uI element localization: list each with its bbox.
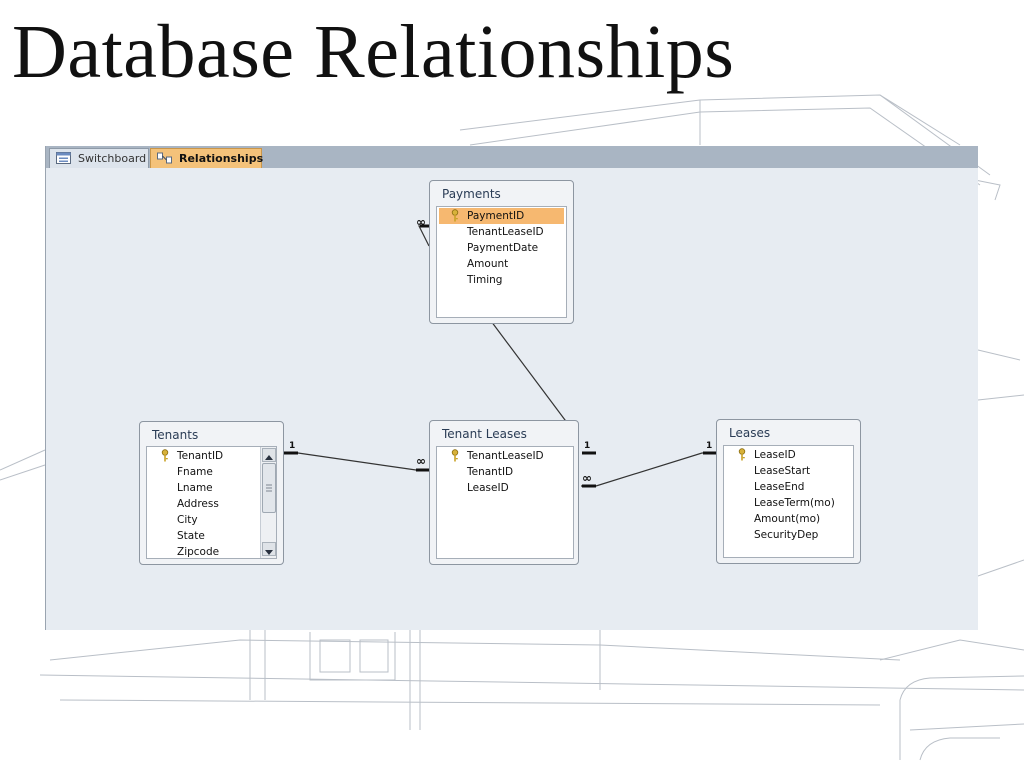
field-tenantid[interactable]: TenantID bbox=[467, 466, 514, 478]
field-list: TenantID Fname Lname Address City State … bbox=[146, 446, 277, 559]
field-city[interactable]: City bbox=[177, 514, 198, 526]
relationship-line-leases-tenantleases bbox=[581, 452, 717, 487]
field-lname[interactable]: Lname bbox=[177, 482, 213, 494]
relationships-icon bbox=[157, 152, 172, 164]
field-timing[interactable]: Timing bbox=[467, 274, 503, 286]
key-icon bbox=[451, 209, 459, 222]
relationships-window: Switchboard Relationships 1 ∞ bbox=[45, 146, 978, 630]
field-paymentdate[interactable]: PaymentDate bbox=[467, 242, 539, 254]
field-securitydep[interactable]: SecurityDep bbox=[754, 529, 819, 541]
field-amount-mo[interactable]: Amount(mo) bbox=[754, 513, 821, 525]
field-tenantleaseid[interactable]: TenantLeaseID bbox=[439, 448, 571, 464]
cardinality-one-label: 1 bbox=[584, 441, 591, 451]
field-leaseend[interactable]: LeaseEnd bbox=[754, 481, 805, 493]
vertical-scrollbar[interactable] bbox=[260, 447, 276, 558]
scroll-up-button[interactable] bbox=[262, 448, 276, 462]
table-leases[interactable]: Leases LeaseID LeaseStart LeaseEnd Lease… bbox=[716, 419, 861, 564]
table-title: Tenant Leases bbox=[442, 427, 527, 441]
cardinality-one-label: 1 bbox=[706, 441, 713, 451]
field-list: LeaseID LeaseStart LeaseEnd LeaseTerm(mo… bbox=[723, 445, 854, 558]
arrow-down-icon bbox=[265, 550, 273, 555]
key-icon bbox=[451, 449, 459, 462]
table-title: Leases bbox=[729, 426, 771, 440]
document-tab-bar: Switchboard Relationships bbox=[46, 146, 978, 168]
arrow-up-icon bbox=[265, 455, 273, 460]
tab-relationships[interactable]: Relationships bbox=[150, 148, 264, 168]
field-tenantid[interactable]: TenantID bbox=[149, 448, 258, 464]
tab-relationships-label: Relationships bbox=[179, 152, 264, 165]
field-zipcode[interactable]: Zipcode bbox=[177, 546, 220, 558]
field-list: PaymentID TenantLeaseID PaymentDate Amou… bbox=[436, 206, 567, 318]
relationship-line-tenants-tenantleases bbox=[283, 452, 431, 471]
table-title: Tenants bbox=[152, 428, 199, 442]
scroll-thumb[interactable] bbox=[262, 463, 276, 513]
field-leaseid[interactable]: LeaseID bbox=[726, 447, 851, 463]
field-leasestart[interactable]: LeaseStart bbox=[754, 465, 811, 477]
tab-switchboard[interactable]: Switchboard bbox=[49, 148, 149, 168]
field-list: TenantLeaseID TenantID LeaseID bbox=[436, 446, 574, 559]
relationship-lines bbox=[283, 224, 717, 488]
field-state[interactable]: State bbox=[177, 530, 205, 542]
relationship-line-payments-left bbox=[418, 225, 430, 247]
table-title: Payments bbox=[442, 187, 501, 201]
tab-switchboard-label: Switchboard bbox=[78, 152, 147, 165]
relationship-line-tenantleases-payments bbox=[490, 320, 572, 429]
table-tenants[interactable]: Tenants TenantID Fname Lname Address Cit… bbox=[139, 421, 284, 565]
field-leaseterm[interactable]: LeaseTerm(mo) bbox=[754, 497, 835, 509]
field-amount[interactable]: Amount bbox=[467, 258, 509, 270]
cardinality-many-label: ∞ bbox=[416, 454, 426, 468]
scroll-down-button[interactable] bbox=[262, 542, 276, 556]
field-tenantleaseid[interactable]: TenantLeaseID bbox=[467, 226, 544, 238]
slide-title: Database Relationships bbox=[12, 10, 735, 94]
table-tenant-leases[interactable]: Tenant Leases TenantLeaseID TenantID Lea… bbox=[429, 420, 579, 565]
table-payments[interactable]: Payments PaymentID TenantLeaseID Payment… bbox=[429, 180, 574, 324]
cardinality-one-label: 1 bbox=[289, 441, 296, 451]
form-icon bbox=[56, 152, 71, 164]
field-paymentid[interactable]: PaymentID bbox=[439, 208, 564, 224]
cardinality-many-label: ∞ bbox=[416, 215, 426, 229]
field-fname[interactable]: Fname bbox=[177, 466, 213, 478]
field-leaseid[interactable]: LeaseID bbox=[467, 482, 509, 494]
key-icon bbox=[161, 449, 169, 462]
field-address[interactable]: Address bbox=[177, 498, 219, 510]
grip-icon bbox=[266, 484, 272, 492]
cardinality-many-label: ∞ bbox=[582, 471, 592, 485]
key-icon bbox=[738, 448, 746, 461]
